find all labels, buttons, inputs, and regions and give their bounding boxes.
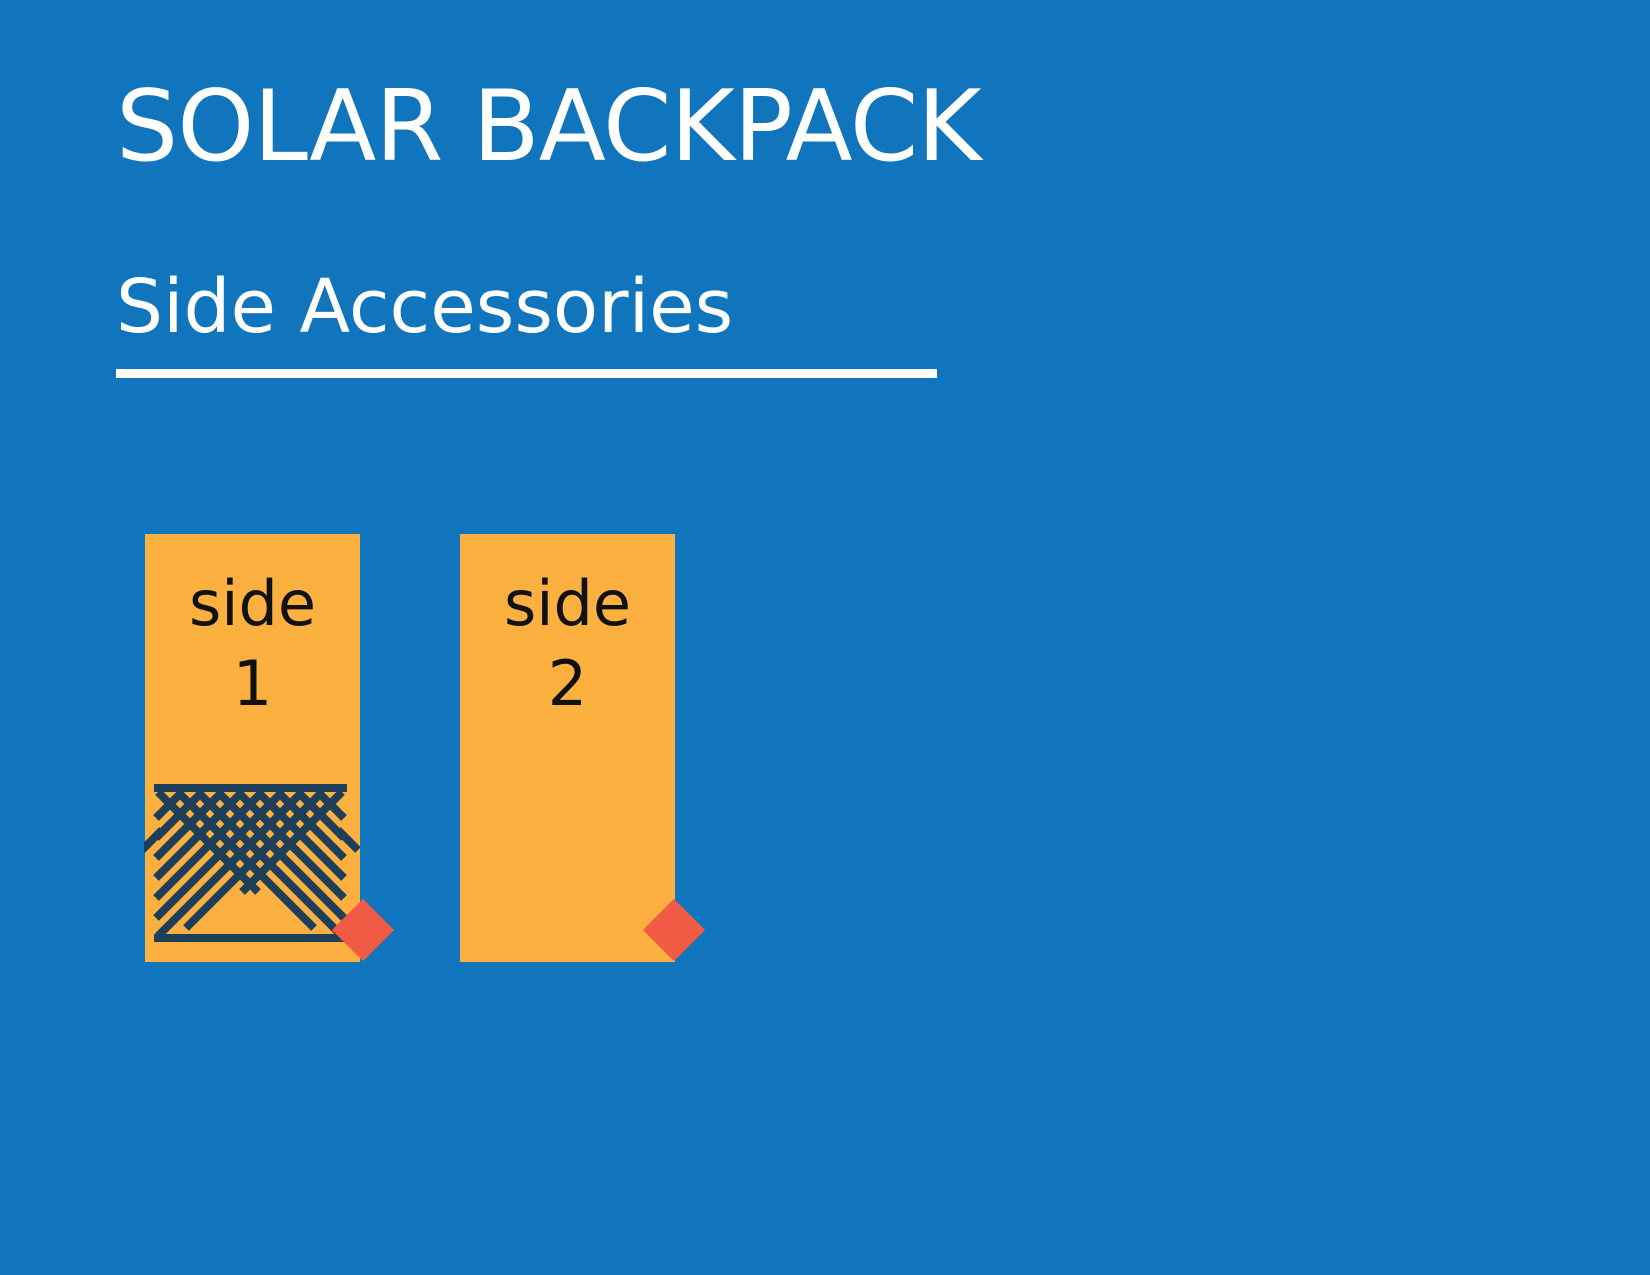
net-strand — [153, 789, 185, 821]
side-panel-label: side 2 — [460, 564, 675, 724]
net-strand — [153, 789, 225, 861]
net-strand — [153, 789, 265, 901]
page-subtitle: Side Accessories — [116, 264, 734, 350]
net-strand — [155, 789, 305, 939]
net-strand — [239, 789, 345, 895]
side-panel-word: side — [188, 567, 317, 640]
side-panel-number: 2 — [547, 647, 588, 720]
net-strand — [153, 789, 245, 881]
side-panel-word: side — [503, 567, 632, 640]
net-strand — [153, 789, 205, 841]
page-title: SOLAR BACKPACK — [116, 70, 982, 184]
side-panel-label: side 1 — [145, 564, 360, 724]
subtitle-underline — [116, 369, 937, 378]
net-strand — [335, 827, 360, 853]
side-panel-2: side 2 — [460, 534, 675, 962]
net-strand — [153, 789, 285, 921]
net-strand — [183, 789, 325, 931]
side-panel-number: 1 — [232, 647, 273, 720]
mesh-net-icon — [144, 784, 360, 942]
net-strand — [144, 827, 165, 853]
